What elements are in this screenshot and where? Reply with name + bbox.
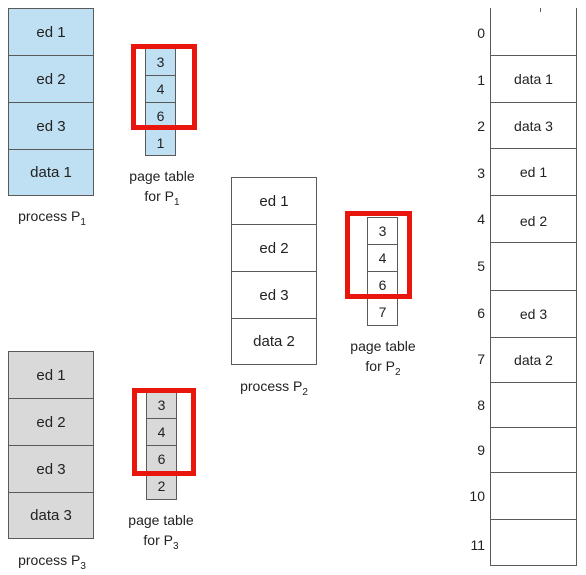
process-p3-page-3: data 3: [8, 492, 94, 539]
process-p1-label: process P1: [0, 206, 104, 233]
frame-number-9: 9: [477, 442, 485, 458]
process-p3-page-1: ed 2: [8, 398, 94, 446]
process-p2-page-3: data 2: [231, 318, 317, 365]
page-table-p1-shared-highlight: [131, 44, 197, 130]
process-p2-page-2: ed 3: [231, 271, 317, 319]
frame-5: [490, 242, 577, 291]
process-p3-label-sub: 3: [80, 560, 86, 572]
page-table-p2-caption-line1: page table: [350, 338, 416, 354]
process-p1-label-text: process P: [18, 208, 81, 224]
frame-number-11: 11: [470, 537, 485, 553]
page-table-p3-caption-prefix: for P: [143, 532, 173, 548]
page-table-p1-caption-sub: 1: [174, 196, 180, 208]
page-table-p2-caption-prefix: for P: [365, 358, 395, 374]
frame-11: [490, 519, 577, 566]
frame-number-8: 8: [477, 397, 485, 413]
page-table-p2-caption-sub: 2: [395, 366, 401, 378]
frame-9: [490, 427, 577, 473]
process-p2-page-0: ed 1: [231, 177, 317, 225]
page-table-p3-caption-sub: 3: [173, 540, 179, 552]
frame-1: data 1: [490, 55, 577, 103]
page-table-p2-entry-0: 3: [367, 217, 398, 245]
page-table-p3-caption-line1: page table: [128, 512, 194, 528]
process-p3-label-text: process P: [18, 552, 81, 568]
page-table-p2-entry-3: 7: [367, 298, 398, 326]
page-table-p1-caption-prefix: for P: [144, 188, 174, 204]
process-p3: ed 1 ed 2 ed 3 data 3: [8, 351, 94, 539]
process-p1-page-3: data 1: [8, 149, 94, 196]
frame-number-4: 4: [477, 211, 485, 227]
frame-number-0: 0: [477, 25, 485, 41]
frame-0: [490, 8, 577, 56]
process-p2-label-text: process P: [240, 378, 303, 394]
frame-number-2: 2: [477, 118, 485, 134]
process-p3-label: process P3: [0, 550, 104, 575]
page-table-p1-caption-line1: page table: [129, 168, 195, 184]
process-p1-label-sub: 1: [80, 216, 86, 228]
page-table-p3-caption: page table for P3: [111, 510, 211, 557]
process-p1-page-1: ed 2: [8, 55, 94, 103]
frame-number-10: 10: [469, 488, 485, 504]
page-table-p2-caption: page table for P2: [333, 336, 433, 383]
process-p1-page-0: ed 1: [8, 8, 94, 56]
frame-number-6: 6: [477, 305, 485, 321]
process-p2-label: process P2: [222, 376, 326, 403]
frame-number-5: 5: [477, 258, 485, 274]
process-p2: ed 1 ed 2 ed 3 data 2: [231, 177, 317, 365]
frame-3: ed 1: [490, 148, 577, 196]
process-p1: ed 1 ed 2 ed 3 data 1: [8, 8, 94, 196]
page-table-p1-entry-3: 1: [145, 129, 176, 156]
frame-number-7: 7: [477, 351, 485, 367]
process-p2-label-sub: 2: [302, 386, 308, 398]
page-table-p3-caption-line2: for P3: [111, 530, 211, 557]
page-table-p2-caption-line2: for P2: [333, 356, 433, 383]
frame-10: [490, 472, 577, 520]
page-table-p1-caption-line2: for P1: [112, 186, 212, 213]
page-table-p2-shared-highlight: [345, 211, 412, 299]
frame-4: ed 2: [490, 195, 577, 243]
frame-number-3: 3: [477, 165, 485, 181]
frame-2: data 3: [490, 102, 577, 149]
page-table-p3-entry-3: 2: [146, 472, 177, 500]
frame-8: [490, 382, 577, 428]
memory-top-tick: [540, 8, 541, 12]
process-p2-page-1: ed 2: [231, 224, 317, 272]
process-p3-page-2: ed 3: [8, 445, 94, 493]
frame-7: data 2: [490, 337, 577, 383]
process-p1-page-2: ed 3: [8, 102, 94, 150]
process-p3-page-0: ed 1: [8, 351, 94, 399]
frame-6: ed 3: [490, 290, 577, 338]
page-table-p3-shared-highlight: [132, 388, 196, 476]
page-table-p2-entry-1: 4: [367, 244, 398, 272]
frame-number-1: 1: [477, 72, 485, 88]
page-table-p1-caption: page table for P1: [112, 166, 212, 213]
